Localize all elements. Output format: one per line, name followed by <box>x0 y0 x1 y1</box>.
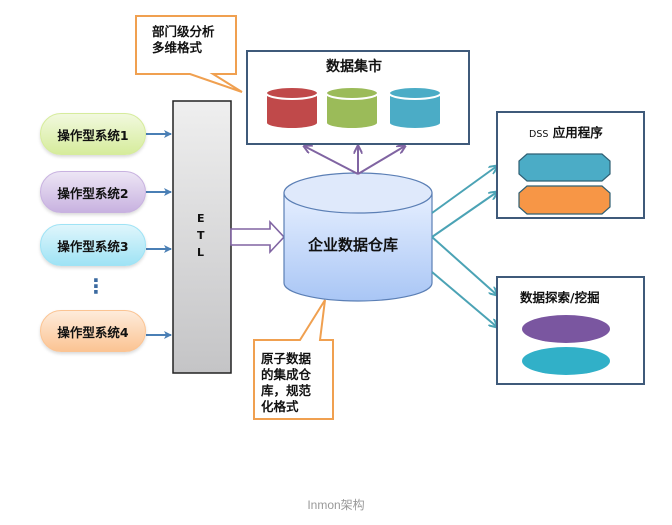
callout-warehouse-line-1: 原子数据 <box>261 351 312 366</box>
dss-title: DSS 应用程序 <box>529 122 603 141</box>
source-system-2-label: 操作型系统2 <box>57 185 129 201</box>
source-system-1-label: 操作型系统1 <box>57 127 129 143</box>
source-system-4: 操作型系统4 <box>40 310 146 352</box>
arrow-warehouse-to-mart-right <box>357 146 405 175</box>
etl-letter-l: L <box>197 246 205 259</box>
mining-disc-1 <box>522 315 610 343</box>
source-system-2: 操作型系统2 <box>40 171 146 213</box>
warehouse-label: 企业数据仓库 <box>308 236 399 254</box>
callout-warehouse-line-3: 库，规范 <box>261 383 312 398</box>
source-system-1: 操作型系统1 <box>40 113 146 155</box>
source-system-3-label: 操作型系统3 <box>57 238 129 254</box>
mining-disc-2 <box>522 347 610 375</box>
callout-warehouse-line-2: 的集成仓 <box>261 367 312 382</box>
arrow-warehouse-to-dss-2 <box>431 192 497 238</box>
etl-letter-e: E <box>197 212 205 225</box>
arrow-warehouse-to-mining-2 <box>431 271 497 327</box>
dss-title-text: 应用程序 <box>552 125 603 140</box>
callout-mart-text: 部门级分析 多维格式 <box>152 24 215 56</box>
figure-caption: Inmon架构 <box>307 498 365 512</box>
source-system-4-label: 操作型系统4 <box>57 324 129 340</box>
arrow-etl-to-warehouse <box>230 219 286 255</box>
callout-warehouse-line-4: 化格式 <box>261 399 299 414</box>
etl-letter-t: T <box>197 229 205 242</box>
data-mart-cylinder-3 <box>388 86 442 130</box>
data-mart-cylinder-2 <box>325 86 379 130</box>
etl-bar <box>172 100 232 374</box>
data-mart-cylinder-1 <box>265 86 319 130</box>
mining-title: 数据探索/挖掘 <box>520 290 600 305</box>
dss-block-2 <box>518 185 611 215</box>
callout-mart-shape <box>135 15 243 93</box>
arrow-warehouse-to-mining-1 <box>431 236 497 295</box>
callout-warehouse-shape <box>253 299 334 420</box>
arrow-warehouse-to-dss-1 <box>431 166 497 214</box>
callout-mart-line-2: 多维格式 <box>152 40 203 55</box>
ellipsis-icon: ⋮ <box>86 274 106 298</box>
data-mart-title: 数据集市 <box>326 59 382 75</box>
arrow-warehouse-to-mart-left <box>304 146 359 175</box>
dss-block-1 <box>518 153 611 182</box>
dss-title-prefix: DSS <box>529 129 549 140</box>
warehouse-cylinder <box>283 172 433 302</box>
callout-mart-line-1: 部门级分析 <box>152 24 215 39</box>
source-system-3: 操作型系统3 <box>40 224 146 266</box>
callout-warehouse-text: 原子数据 的集成仓 库，规范 化格式 <box>261 351 311 415</box>
